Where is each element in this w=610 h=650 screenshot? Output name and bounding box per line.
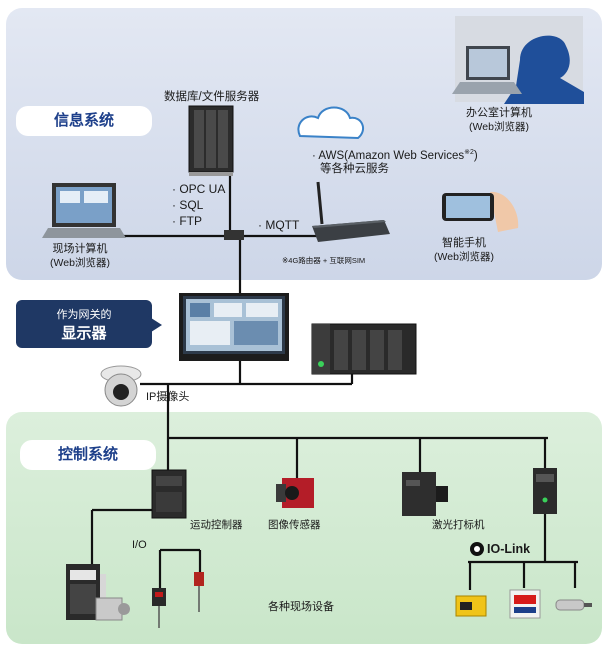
- laser-marker-label: 激光打标机: [432, 519, 485, 531]
- router-note: ※4G路由器 + 互联网SIM: [282, 256, 366, 265]
- cloud-aws-close: ): [473, 149, 478, 162]
- gateway-display-icon: [179, 293, 289, 361]
- field-pc-sublabel: (Web浏览器): [50, 257, 110, 269]
- field-devices-label: 各种现场设备: [268, 601, 334, 613]
- network-hub: [224, 230, 244, 240]
- office-pc-sublabel: (Web浏览器): [469, 121, 529, 133]
- cloud-icon: [297, 106, 365, 140]
- proximity-sensor-icon: [194, 572, 204, 612]
- gateway-callout-tail: [148, 316, 162, 334]
- office-computer-icon: [452, 16, 584, 104]
- motion-controller-icon: [151, 469, 187, 519]
- gateway-line1: 作为网关的: [56, 309, 112, 321]
- protocol-sql: · SQL: [172, 198, 204, 212]
- protocol-mqtt-text: MQTT: [265, 218, 300, 232]
- db-server-label: 数据库/文件服务器: [164, 91, 260, 103]
- cloud-aws-text: AWS(Amazon Web Services: [318, 149, 465, 162]
- cloud-label-line1: · AWS(Amazon Web Services※2): [312, 149, 478, 162]
- cloud-footnote: ※2: [464, 149, 474, 156]
- plc-icon: [311, 323, 417, 375]
- servo-motor-icon: [95, 597, 130, 621]
- laser-marker-icon: [402, 472, 448, 516]
- protocol-opcua: · OPC UA: [172, 182, 226, 196]
- gateway-line2: 显示器: [61, 325, 107, 342]
- iolink-label: IO-Link: [487, 542, 531, 556]
- protocol-ftp: · FTP: [172, 214, 203, 228]
- protocol-mqtt: · MQTT: [258, 218, 300, 232]
- info-system-label: 信息系统: [16, 106, 152, 136]
- office-pc-label: 办公室计算机: [466, 107, 532, 119]
- photo-sensor-icon: [152, 588, 166, 628]
- iolink-display-sensor-icon: [509, 589, 541, 619]
- control-system-label: 控制系统: [20, 440, 156, 470]
- smartphone-label: 智能手机: [442, 237, 486, 249]
- image-sensor-label: 图像传感器: [268, 519, 321, 531]
- gateway-callout: 作为网关的 显示器: [16, 300, 152, 348]
- ip-camera-label: IP摄像头: [146, 391, 190, 403]
- server-rack-icon: [188, 105, 234, 176]
- iolink-logo-icon: [470, 542, 484, 556]
- servo-drive-icon: [66, 564, 106, 620]
- protocol-sql-text: SQL: [179, 198, 204, 212]
- iolink-master-icon: [533, 468, 557, 514]
- field-laptop-icon: [42, 183, 126, 238]
- smartphone-sublabel: (Web浏览器): [434, 251, 494, 263]
- ip-camera-icon: [100, 365, 142, 407]
- iolink-sensor-yellow-icon: [455, 595, 487, 617]
- router-icon: [312, 181, 390, 242]
- protocol-ftp-text: FTP: [179, 214, 203, 228]
- smartphone-icon: [442, 191, 519, 232]
- protocol-opcua-text: OPC UA: [179, 182, 226, 196]
- motion-controller-label: 运动控制器: [190, 519, 243, 531]
- io-label: I/O: [132, 539, 147, 551]
- iolink-cylinder-sensor-icon: [555, 599, 592, 611]
- image-sensor-icon: [276, 478, 314, 508]
- field-pc-label: 现场计算机: [52, 243, 108, 255]
- cloud-label-line2: 等各种云服务: [320, 163, 389, 175]
